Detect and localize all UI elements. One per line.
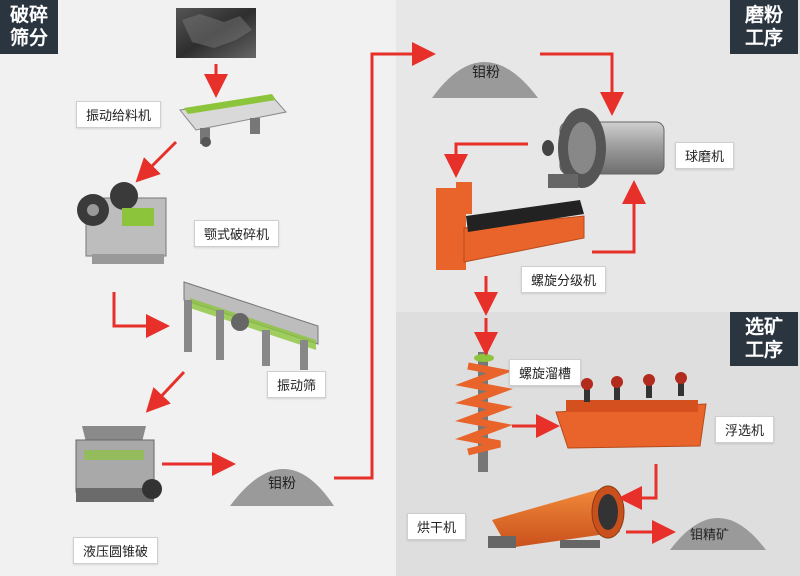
label-spiral-classifier: 螺旋分级机 [521, 266, 607, 293]
vibrating-feeder-image [179, 94, 287, 147]
section-tag-crushing: 破碎 筛分 [0, 0, 58, 54]
jaw-crusher-image [77, 182, 167, 264]
label-jaw-crusher: 颚式破碎机 [194, 220, 280, 247]
label-ball-mill: 球磨机 [675, 142, 735, 169]
label-dryer: 烘干机 [407, 513, 467, 540]
label-flotation-machine: 浮选机 [715, 416, 775, 443]
vibrating-screen-image [183, 281, 319, 370]
molybdenum-powder-pile-2: 钼粉 [432, 62, 538, 98]
molybdenum-concentrate-pile [670, 518, 766, 550]
ball-mill-image [542, 108, 665, 188]
label-vibrating-screen: 振动筛 [267, 371, 327, 398]
label-cone-crusher: 液压圆锥破 [73, 537, 159, 564]
flotation-machine-image [555, 372, 707, 449]
ore-rock-image [176, 8, 256, 58]
flow-arrows [112, 42, 676, 544]
label-vibrating-feeder: 振动给料机 [76, 101, 162, 128]
spiral-classifier-image [436, 182, 585, 270]
svg-text:钼粉: 钼粉 [472, 65, 500, 81]
svg-text:钼粉: 钼粉 [268, 476, 296, 492]
label-molybdenum-concentrate: 钼精矿 [690, 528, 730, 543]
molybdenum-powder-pile-1: 钼粉 [230, 469, 334, 506]
dryer-image [488, 485, 625, 548]
section-tag-flotation: 选矿 工序 [730, 312, 798, 366]
label-spiral-chute: 螺旋溜槽 [509, 359, 582, 386]
section-tag-grinding: 磨粉 工序 [730, 0, 798, 54]
cone-crusher-image [75, 426, 162, 502]
spiral-chute-image [455, 352, 513, 472]
